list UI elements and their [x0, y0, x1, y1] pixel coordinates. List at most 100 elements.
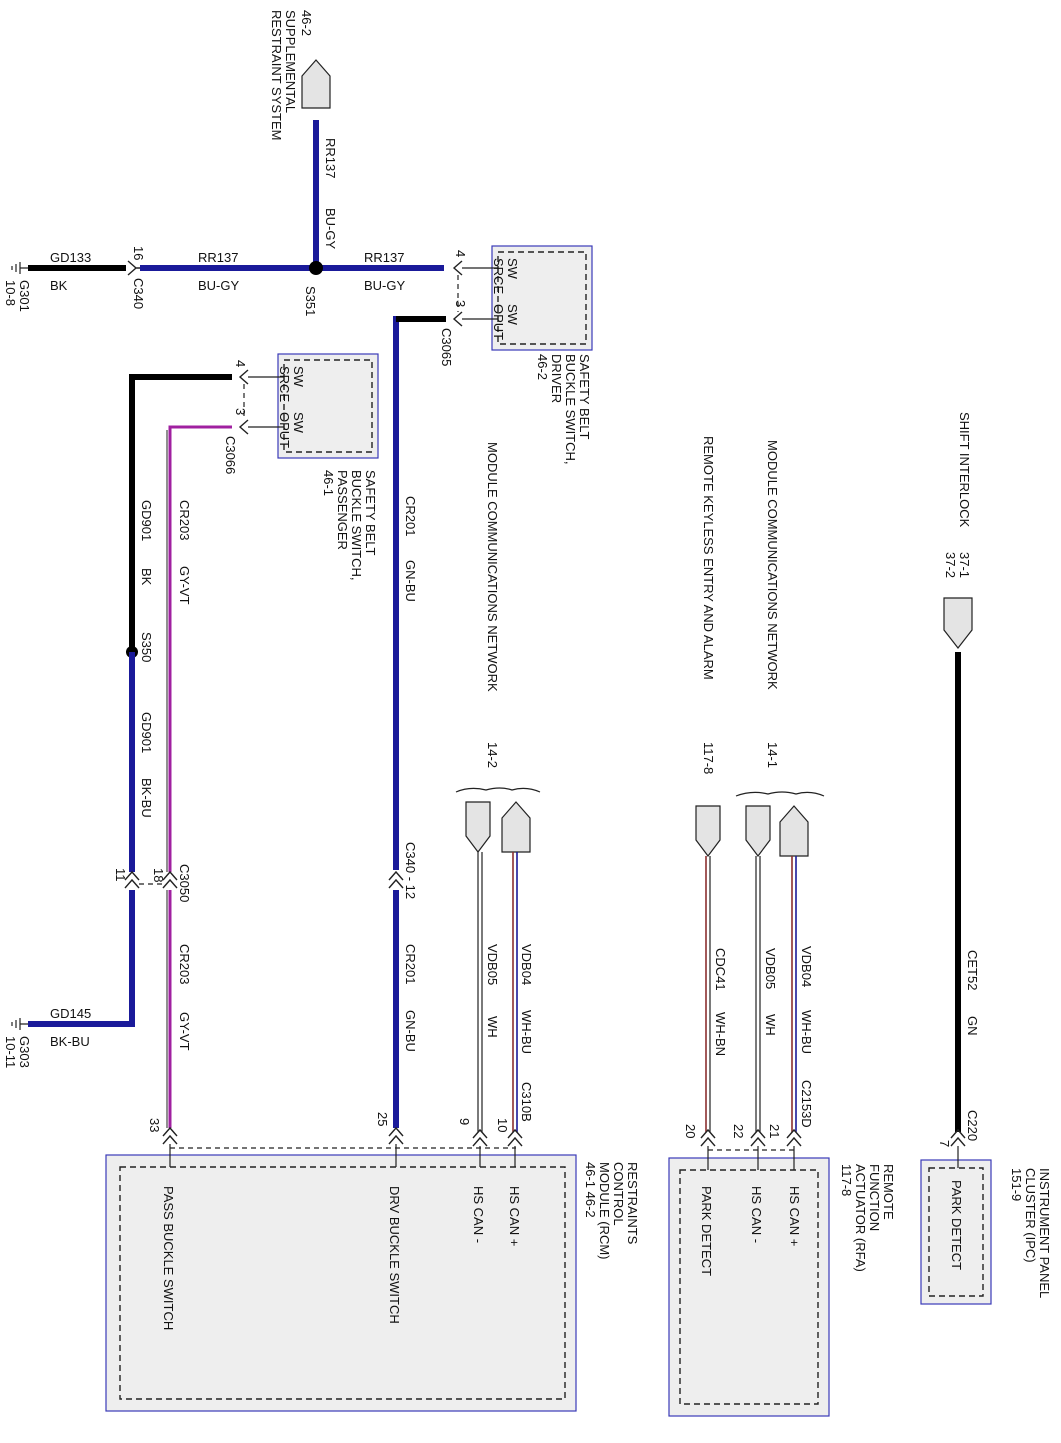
- label-g301: G301: [17, 280, 32, 312]
- passenger-buckle-switch-box: [277, 353, 379, 459]
- srs-ref: 46-2: [299, 10, 314, 36]
- label-bugy-right: BU-GY: [364, 278, 406, 293]
- wire-cr203: [168, 425, 232, 872]
- connector-c3050-pin11: [124, 870, 140, 889]
- rfa-pin22: [750, 1128, 766, 1147]
- connector-c340-12: [388, 870, 404, 889]
- connector-c3050-pin18: [162, 870, 178, 889]
- label-c340: C340: [131, 278, 146, 309]
- label-gd901b: GD901: [139, 712, 154, 753]
- rcm-pin-hs-can-plus: HS CAN +: [507, 1186, 522, 1246]
- label-mcn-1-ref: 14-2: [485, 742, 500, 768]
- passenger-switch-internal: SW SW SRCE OPUT: [277, 366, 306, 448]
- label-rke-ref: 117-8: [701, 742, 716, 774]
- label-vdb04: VDB04: [519, 944, 534, 985]
- mcn-14-1-brace: [735, 791, 825, 797]
- label-gnbub: GN-BU: [403, 1010, 418, 1052]
- rfa-pin21: [786, 1128, 802, 1147]
- label-bugy-left: BU-GY: [198, 278, 240, 293]
- label-rr137-left: RR137: [198, 250, 238, 265]
- srs-label-group: 46-2 SUPPLEMENTAL RESTRAINT SYSTEM: [269, 10, 314, 141]
- svg-text:CLUSTER (IPC): CLUSTER (IPC): [1023, 1168, 1038, 1263]
- label-mcn-2-ref: 14-1: [765, 742, 780, 768]
- label-mcn-1: MODULE COMMUNICATIONS NETWORK: [485, 442, 500, 692]
- svg-text:SAFETY BELT: SAFETY BELT: [577, 354, 592, 440]
- label-cr203: CR203: [177, 500, 192, 540]
- label-pin20: 20: [683, 1124, 698, 1138]
- label-drv-pin4: 4: [453, 250, 468, 257]
- svg-text:SW: SW: [291, 366, 306, 388]
- svg-text:DRIVER: DRIVER: [549, 354, 564, 403]
- label-s351: S351: [303, 286, 318, 316]
- svg-text:46-1 46-2: 46-1 46-2: [583, 1162, 598, 1218]
- srs-reference-flag: [301, 59, 331, 109]
- label-vdb04b: VDB04: [799, 946, 814, 987]
- label-c2153d: C2153D: [799, 1080, 814, 1128]
- label-pin22: 22: [731, 1124, 746, 1138]
- label-whbu: WH-BU: [519, 1010, 534, 1054]
- label-gnbu: GN-BU: [403, 560, 418, 602]
- svg-text:REMOTE: REMOTE: [881, 1164, 896, 1220]
- driver-switch-title: SAFETY BELT BUCKLE SWITCH, DRIVER 46-2: [535, 354, 592, 465]
- label-pas-pin4: 4: [233, 360, 248, 367]
- rfa-module-box: [668, 1157, 830, 1417]
- label-bkbu: BK-BU: [139, 778, 154, 818]
- label-rr137-right: RR137: [364, 250, 404, 265]
- label-c3050-p11: 11: [113, 868, 128, 882]
- ipc-pin-park-detect: PARK DETECT: [949, 1180, 964, 1270]
- label-rke: REMOTE KEYLESS ENTRY AND ALARM: [701, 436, 716, 680]
- passenger-buckle-switch-inner: [283, 359, 373, 453]
- rfa-module-inner: [679, 1169, 819, 1405]
- driver-switch-internal: SW SW SRCE OPUT: [491, 258, 520, 340]
- svg-text:46-2: 46-2: [535, 354, 550, 380]
- label-drv-pin3: 3: [453, 300, 468, 307]
- label-mcn-2: MODULE COMMUNICATIONS NETWORK: [765, 440, 780, 690]
- rcm-module-box: [105, 1154, 577, 1412]
- label-pin9: 9: [457, 1118, 472, 1125]
- label-c3050-p18: 18: [151, 868, 166, 882]
- svg-text:SW: SW: [291, 412, 306, 434]
- label-pin25: 25: [375, 1112, 390, 1126]
- rcm-module-inner: [119, 1166, 566, 1400]
- label-s350: S350: [139, 632, 154, 662]
- rfa-pin-hs-can-plus: HS CAN +: [787, 1186, 802, 1246]
- svg-text:151-9: 151-9: [1009, 1168, 1024, 1201]
- connector-c3065-pin3: [452, 311, 463, 327]
- label-c3065: C3065: [439, 328, 454, 366]
- label-c310b: C310B: [519, 1082, 534, 1122]
- wire-gd145: [28, 890, 135, 1027]
- label-c340-12: C340 - 12: [403, 842, 418, 899]
- svg-text:BUCKLE SWITCH,: BUCKLE SWITCH,: [349, 470, 364, 581]
- label-cr203b: CR203: [177, 944, 192, 984]
- svg-text:PASSENGER: PASSENGER: [335, 470, 350, 550]
- svg-text:BUCKLE SWITCH,: BUCKLE SWITCH,: [563, 354, 578, 465]
- label-cr201b: CR201: [403, 944, 418, 984]
- label-shift-r2: 37-2: [943, 552, 958, 578]
- rfa-pin-hs-can-minus: HS CAN -: [749, 1186, 764, 1243]
- label-gd901: GD901: [139, 500, 154, 541]
- label-cdc41: CDC41: [713, 948, 728, 991]
- connector-c3066-pin4: [238, 369, 249, 385]
- svg-text:SW: SW: [505, 258, 520, 280]
- label-gn: GN: [965, 1016, 980, 1036]
- rcm-pin-drv-buckle: DRV BUCKLE SWITCH: [387, 1186, 402, 1324]
- label-g301-ref: 10-8: [3, 280, 18, 306]
- srs-name-2: RESTRAINT SYSTEM: [269, 10, 284, 141]
- mcn-14-2-flag-minus: [465, 801, 491, 853]
- label-vdb05b: VDB05: [763, 948, 778, 989]
- shift-interlock-flag: [943, 597, 973, 649]
- svg-text:OPUT: OPUT: [277, 412, 292, 448]
- label-vdb05: VDB05: [485, 944, 500, 985]
- svg-text:INSTRUMENT PANEL: INSTRUMENT PANEL: [1037, 1168, 1052, 1298]
- connector-c3066-pin3: [238, 419, 249, 435]
- splice-s351: [309, 261, 323, 275]
- svg-text:OPUT: OPUT: [491, 304, 506, 340]
- ipc-module-box: [920, 1159, 992, 1305]
- svg-text:SRCE: SRCE: [491, 258, 506, 294]
- driver-buckle-switch-box: [491, 245, 593, 351]
- rcm-pin25: [388, 1126, 404, 1145]
- rfa-title: REMOTE FUNCTION ACTUATOR (RFA) 117-8: [839, 1164, 896, 1272]
- label-cr201: CR201: [403, 496, 418, 536]
- label-bugy-vertical: BU-GY: [323, 208, 338, 250]
